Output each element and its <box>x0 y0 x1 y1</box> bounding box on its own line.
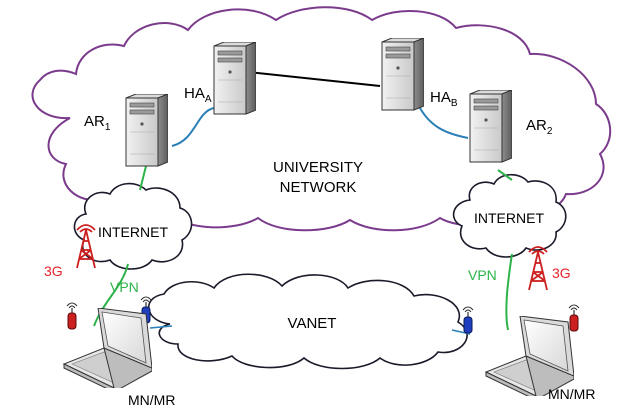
wireless-antenna-icon-right-blue <box>462 306 474 334</box>
laptop-icon-left <box>63 308 152 388</box>
label-vpn-left: VPN <box>110 279 139 295</box>
label-internet-right: INTERNET <box>474 210 544 226</box>
internet-cloud-right <box>452 173 567 258</box>
label-ha-a: HAA <box>184 85 212 105</box>
server-icon-ha-a <box>213 42 256 115</box>
vanet-link-left <box>149 325 173 329</box>
link-ar2-internet <box>497 169 513 181</box>
cellular-tower-icon-right <box>528 246 548 290</box>
wireless-antenna-icon-right-red <box>568 304 580 332</box>
label-ha-b: HAB <box>430 89 458 109</box>
lan-link-ar1-ha-a <box>171 107 215 147</box>
label-vpn-right: VPN <box>468 267 497 283</box>
server-icon-ar1 <box>125 94 168 167</box>
label-mn-mr-right: MN/MR <box>548 386 595 402</box>
vanet-cloud <box>147 273 468 370</box>
label-vanet: VANET <box>288 315 337 332</box>
label-internet-left: INTERNET <box>98 224 168 240</box>
wireless-antenna-icon-left-red <box>66 302 78 330</box>
label-ar1: AR1 <box>84 113 111 133</box>
label-3g-left: 3G <box>44 263 63 279</box>
vpn-link-right <box>505 253 513 331</box>
server-icon-ha-b <box>381 38 424 111</box>
label-3g-right: 3G <box>552 265 571 281</box>
link-ar1-internet <box>139 165 147 191</box>
label-ar2: AR2 <box>526 117 553 137</box>
server-icon-ar2 <box>469 90 512 163</box>
label-mn-mr-left: MN/MR <box>128 392 175 408</box>
backbone-link <box>247 71 381 87</box>
vpn-link-left <box>93 263 129 327</box>
label-network: NETWORK <box>280 179 357 196</box>
label-university: UNIVERSITY <box>273 159 363 176</box>
